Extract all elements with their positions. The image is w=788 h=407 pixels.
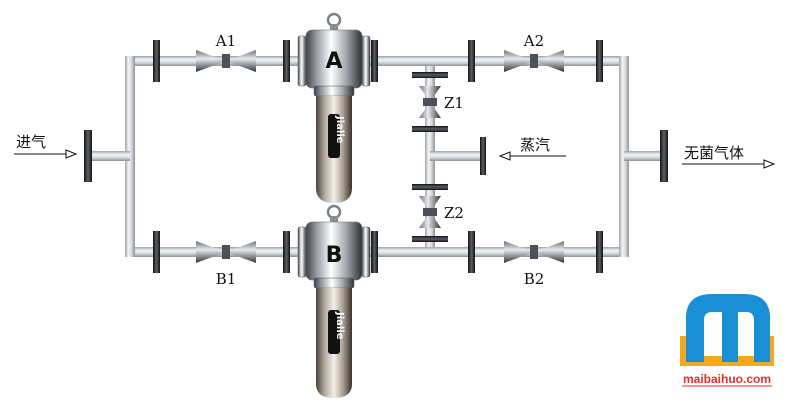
flange: [412, 72, 448, 78]
filter-a-label: A: [325, 49, 342, 74]
valve-z2-label: Z2: [444, 204, 464, 222]
valve-b1: [196, 241, 256, 263]
valve-a2-label: A2: [523, 32, 544, 50]
arrow-right-icon: [14, 149, 78, 159]
pipe-network: [90, 56, 664, 257]
flange: [283, 231, 290, 273]
flange: [371, 231, 378, 273]
valve-a2: [504, 50, 564, 72]
pipe-inlet: [90, 151, 130, 161]
valve-a1: [196, 50, 256, 72]
arrow-left-icon: [498, 151, 566, 161]
inlet-label: 进气: [16, 133, 46, 151]
filter-b-label: B: [326, 243, 343, 268]
valve-b2: [504, 241, 564, 263]
arrow-right-icon: [682, 159, 776, 169]
outlet-label: 无菌气体: [684, 144, 744, 162]
flange: [153, 40, 160, 82]
pipe-steam-inlet: [430, 151, 482, 161]
flange: [283, 40, 290, 82]
flange: [412, 236, 448, 242]
flange: [412, 184, 448, 190]
filter-b: Jialie B: [297, 204, 371, 398]
flange: [371, 40, 378, 82]
valve-z2: [419, 196, 441, 228]
watermark-text: maibaihuo.com: [683, 372, 771, 386]
pipe-outlet: [624, 151, 664, 161]
flange: [596, 231, 603, 273]
flanges: [84, 40, 668, 273]
flange-steam: [480, 137, 486, 175]
flange-inlet: [84, 130, 92, 182]
flange: [153, 231, 160, 273]
flange: [412, 126, 448, 132]
filter-a: Jialie A: [297, 12, 371, 203]
filter-a-brand: Jialie: [334, 115, 345, 144]
flange: [468, 40, 475, 82]
flange-outlet: [660, 130, 668, 182]
valve-z1: [419, 86, 441, 118]
valve-a1-label: A1: [215, 32, 236, 50]
flange: [468, 231, 475, 273]
steam-label: 蒸汽: [520, 136, 550, 154]
valve-b2-label: B2: [524, 270, 545, 288]
valve-b1-label: B1: [216, 270, 237, 288]
logo-icon: [680, 294, 774, 366]
valve-z1-label: Z1: [444, 94, 464, 112]
filter-b-brand: Jialie: [334, 311, 345, 340]
flange: [596, 40, 603, 82]
